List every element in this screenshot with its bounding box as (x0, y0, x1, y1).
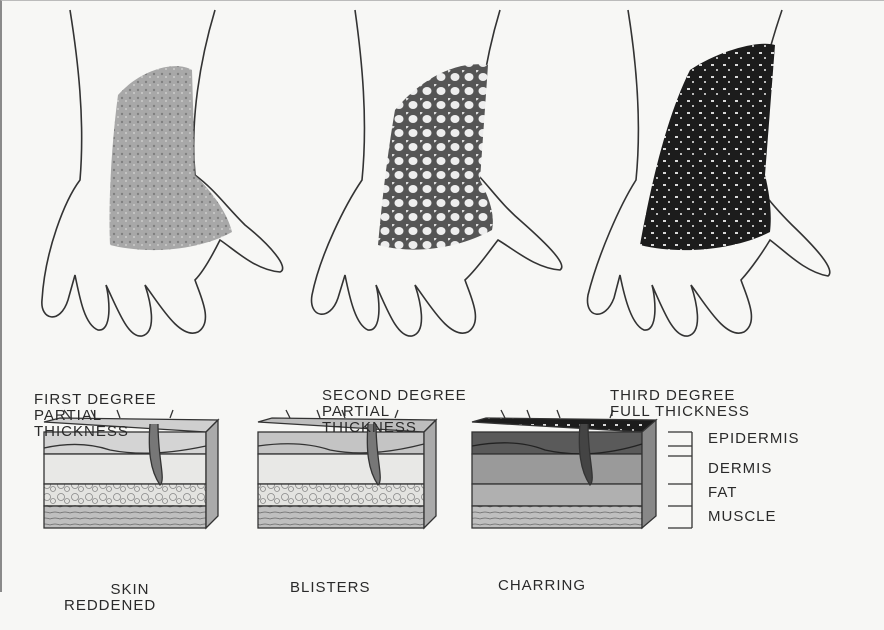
label-blisters: BLISTERS (290, 548, 371, 612)
burn-illustration (0, 0, 884, 592)
hand-second-degree (312, 10, 562, 336)
label-third-degree: THIRD DEGREEFULL THICKNESS (610, 356, 750, 436)
hand-first-degree (42, 10, 283, 336)
label-second-degree: SECOND DEGREEPARTIALTHICKNESS (322, 356, 467, 452)
label-charring: CHARRING (498, 546, 586, 610)
label-epidermis: EPIDERMIS (708, 430, 800, 447)
label-muscle: MUSCLE (708, 508, 777, 525)
layer-bracket (668, 432, 692, 528)
label-first-degree: FIRST DEGREEPARTIALTHICKNESS (34, 360, 157, 456)
hand-third-degree (587, 10, 829, 336)
label-dermis: DERMIS (708, 460, 772, 477)
label-skin-reddened-line2: REDDENED (64, 566, 156, 630)
label-fat: FAT (708, 484, 737, 501)
